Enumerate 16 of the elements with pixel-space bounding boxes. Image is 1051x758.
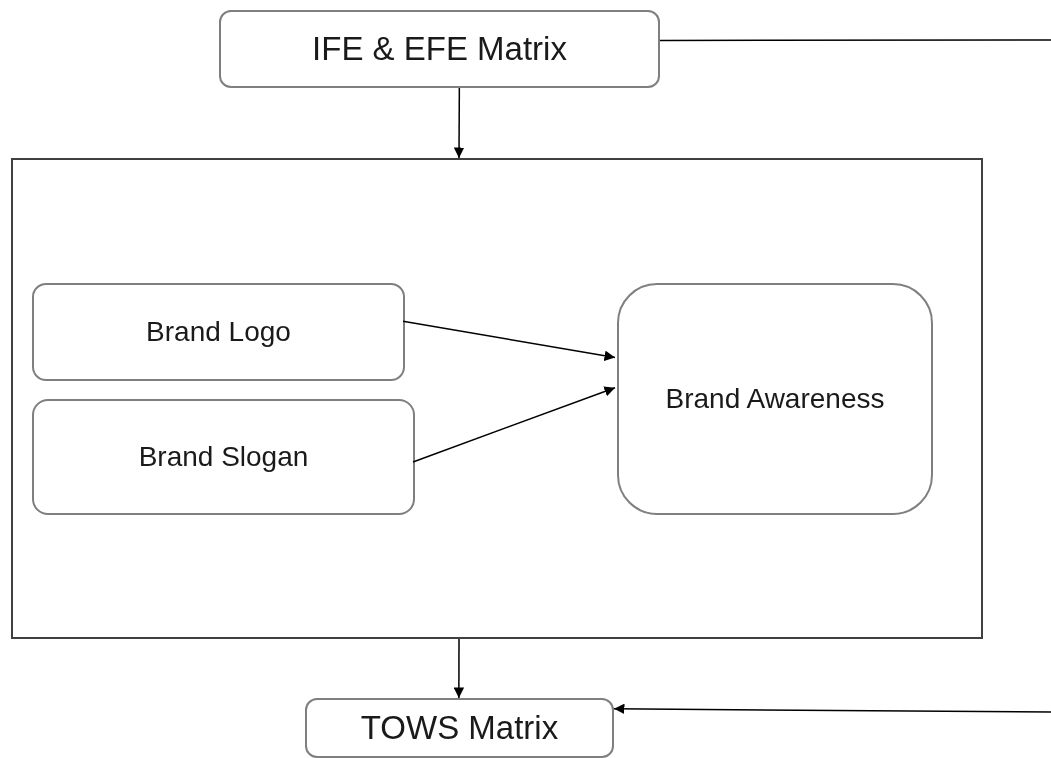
process-box bbox=[617, 283, 933, 515]
arrow bbox=[453, 638, 465, 699]
box-label: Brand Awareness bbox=[665, 381, 885, 416]
process-box bbox=[305, 698, 614, 758]
arrow bbox=[613, 703, 1051, 715]
process-box bbox=[32, 399, 415, 515]
arrow bbox=[412, 386, 616, 463]
process-box bbox=[219, 10, 660, 88]
box-label: IFE & EFE Matrix bbox=[312, 28, 567, 69]
box-label: Brand Logo bbox=[146, 314, 291, 349]
box-label: Brand Slogan bbox=[138, 439, 309, 474]
arrow bbox=[402, 320, 616, 361]
arrow bbox=[453, 87, 465, 159]
box-label: TOWS Matrix bbox=[360, 707, 559, 748]
frame-box bbox=[11, 158, 983, 639]
process-box bbox=[32, 283, 405, 381]
